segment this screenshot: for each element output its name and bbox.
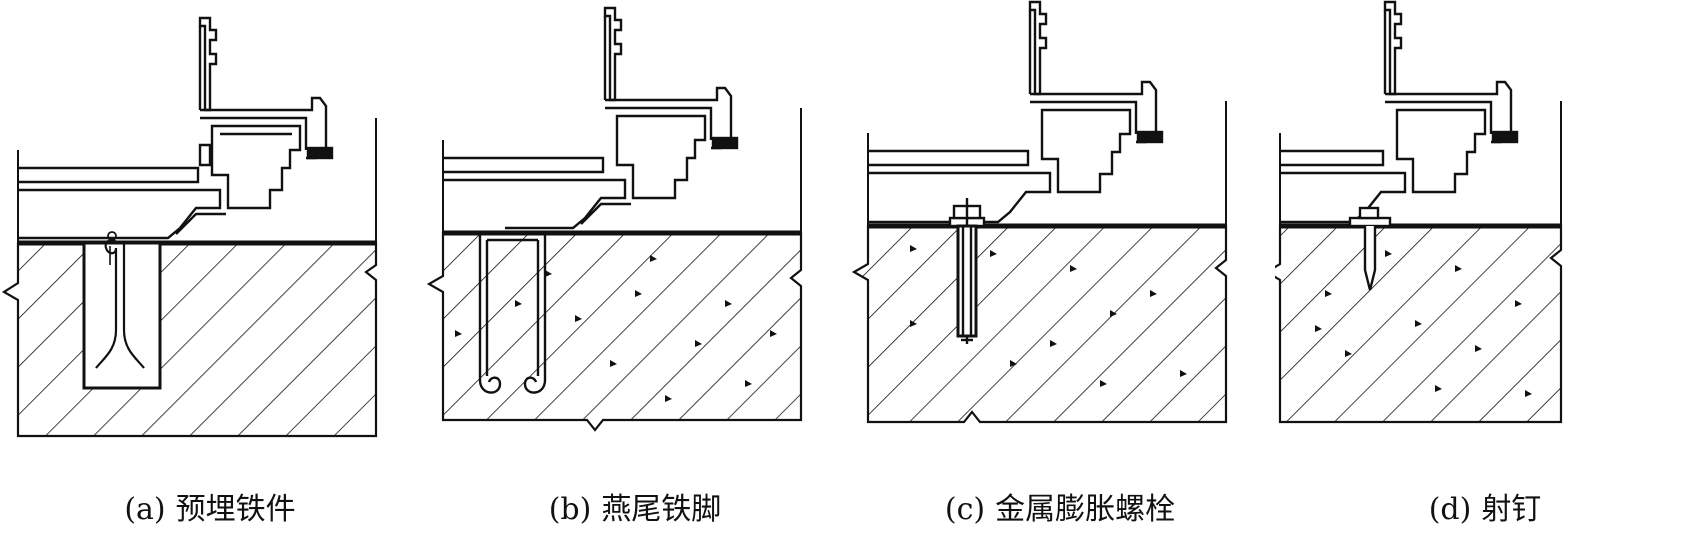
panel-b-drawing xyxy=(426,6,803,432)
plaster-layer xyxy=(17,118,377,243)
window-frame-profile xyxy=(868,0,1164,224)
panel-b-caption: (b) 燕尾铁脚 xyxy=(425,484,845,528)
panel-c: (c) 金属膨胀螺栓 xyxy=(850,0,1275,540)
panel-b-title: 燕尾铁脚 xyxy=(601,492,722,527)
panel-d-label: (d) xyxy=(1428,492,1472,527)
panel-a-label: (a) xyxy=(124,492,166,527)
panel-d-drawing xyxy=(1275,0,1563,424)
concrete-wall xyxy=(851,223,1228,424)
window-frame-profile xyxy=(18,16,334,240)
dovetail-iron-anchor xyxy=(478,230,547,394)
metal-expansion-bolt xyxy=(948,198,986,344)
plaster-layer xyxy=(867,101,1227,226)
panel-d: (d) 射钉 xyxy=(1275,0,1700,540)
panel-a-title: 预埋铁件 xyxy=(175,492,296,527)
panel-a-drawing xyxy=(1,16,378,438)
panel-c-caption: (c) 金属膨胀螺栓 xyxy=(850,484,1270,528)
panel-c-drawing xyxy=(851,0,1228,424)
panel-b: (b) 燕尾铁脚 xyxy=(425,0,850,540)
concrete-wall xyxy=(1,240,378,438)
panel-b-label: (b) xyxy=(548,492,592,527)
aggregate-marks xyxy=(1315,250,1532,397)
shooting-nail xyxy=(1348,206,1392,291)
panel-c-label: (c) xyxy=(944,492,986,527)
panel-d-caption: (d) 射钉 xyxy=(1275,484,1695,528)
panel-a-caption: (a) 预埋铁件 xyxy=(0,484,420,528)
plaster-layer xyxy=(1279,101,1562,226)
panel-d-title: 射钉 xyxy=(1481,492,1542,527)
embedded-iron-part xyxy=(82,231,162,390)
window-frame-profile xyxy=(1280,0,1519,224)
panel-c-title: 金属膨胀螺栓 xyxy=(995,492,1176,527)
window-frame-profile xyxy=(443,6,739,230)
panel-a: (a) 预埋铁件 xyxy=(0,0,425,540)
plaster-layer xyxy=(442,108,802,233)
aggregate-marks xyxy=(455,255,777,402)
concrete-wall xyxy=(426,230,803,432)
